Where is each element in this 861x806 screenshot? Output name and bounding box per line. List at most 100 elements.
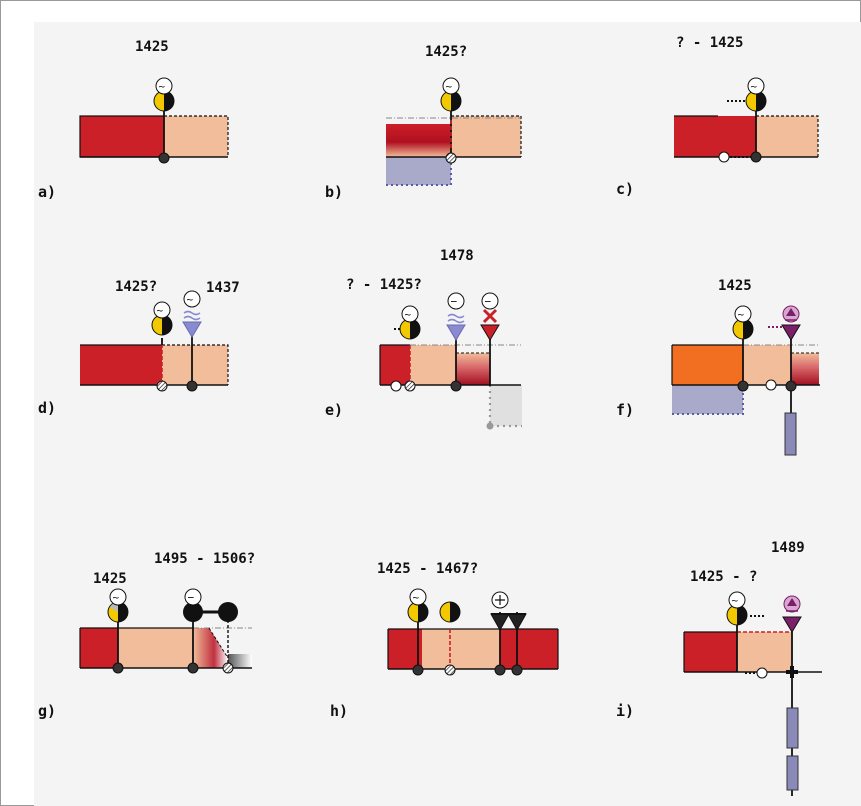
moon-symbol-icon [107, 601, 129, 623]
moon-symbol-icon [399, 318, 421, 340]
svg-text:~: ~ [157, 304, 164, 317]
panel-c: ? - 1425 ~ c) [616, 35, 819, 198]
peach-block [118, 628, 193, 668]
tilde-symbol-icon: ~ [155, 77, 173, 95]
panel-b-label: b) [325, 183, 343, 201]
moon-symbol-icon [440, 90, 462, 112]
moon-symbol-icon [745, 90, 767, 112]
lavender-block [672, 385, 743, 414]
panel-i-date-1: 1489 [771, 540, 805, 556]
panel-e: 1478 ? - 1425? ~ − [325, 248, 522, 430]
panel-c-label: c) [616, 180, 634, 198]
peach-block [756, 116, 818, 157]
orange-block [672, 345, 743, 385]
peach-block [743, 345, 791, 385]
panel-f: 1425 ~ f) [616, 278, 820, 456]
black-disc-icon [183, 602, 203, 622]
peach-block [162, 345, 228, 385]
tower-block-red [80, 345, 162, 385]
node-dot [158, 152, 170, 164]
tower-block-red [684, 632, 737, 672]
moon-symbol-icon [407, 601, 429, 623]
svg-text:~: ~ [187, 293, 194, 306]
panel-b: 1425? ~ b) [325, 44, 522, 201]
gradient-red-block [386, 124, 451, 157]
tilde-symbol-icon: ~ [728, 591, 746, 609]
panel-h-label: h) [330, 702, 348, 720]
tilde-symbol-icon: ~ [153, 301, 171, 319]
tower-block-red [388, 629, 422, 669]
hatched-node [222, 662, 234, 674]
svg-text:~: ~ [732, 594, 739, 607]
svg-text:~: ~ [405, 308, 412, 321]
grey-fade-block [228, 654, 252, 668]
tilde-symbol-icon: ~ [109, 588, 127, 606]
gradient-red-block [791, 353, 819, 385]
tilde-symbol-icon: ~ [734, 305, 752, 323]
panel-f-date: 1425 [718, 278, 752, 294]
tower-block-red [79, 115, 165, 158]
tilde-symbol-icon: − [184, 588, 202, 606]
panel-i-date-2: 1425 - ? [690, 569, 757, 585]
panel-c-date: ? - 1425 [676, 35, 743, 51]
tower-block-red [80, 628, 118, 668]
tilde-symbol-icon: ~ [747, 77, 765, 95]
panel-d: 1425? 1437 ~ ~ d) [38, 279, 240, 417]
lavender-block [386, 157, 451, 185]
svg-text:~: ~ [738, 308, 745, 321]
gradient-red-block [456, 353, 490, 385]
cross-node-icon [786, 666, 798, 678]
grey-block [490, 385, 522, 426]
panel-b-date: 1425? [425, 44, 467, 60]
svg-text:~: ~ [113, 591, 120, 604]
destroyed-marker-icon: − [480, 292, 500, 341]
panel-a: 1425 ~ a) [38, 39, 229, 201]
svg-text:−: − [451, 295, 458, 308]
hatched-node [404, 380, 416, 392]
black-triangle-icon [490, 613, 527, 632]
svg-text:~: ~ [446, 80, 453, 93]
panel-h-date: 1425 - 1467? [377, 561, 478, 577]
moon-symbol-icon [439, 601, 461, 623]
purple-triangle-icon [781, 305, 801, 341]
tilde-symbol-icon: ~ [409, 588, 427, 606]
svg-text:~: ~ [159, 80, 166, 93]
moon-symbol-icon [726, 604, 748, 626]
plus-symbol-icon [491, 591, 509, 609]
wave-triangle-icon: ~ [182, 290, 202, 338]
panel-i: 1489 1425 - ? ~ i) [616, 540, 822, 796]
panel-a-date: 1425 [135, 39, 169, 55]
node-dot [785, 380, 797, 392]
peach-block [737, 632, 792, 672]
moon-symbol-icon [732, 318, 754, 340]
panel-g-date-1: 1425 [93, 571, 127, 587]
hatched-node [156, 380, 168, 392]
tower-block-red [380, 345, 410, 385]
open-node [756, 667, 768, 679]
peach-block [164, 116, 228, 157]
svg-text:−: − [188, 591, 195, 604]
peach-block [410, 345, 456, 385]
panel-h: 1425 - 1467? ~ [330, 561, 559, 720]
node-dot [511, 664, 523, 676]
black-disc-icon [218, 602, 238, 622]
wave-triangle-icon: − [446, 292, 466, 341]
tilde-symbol-icon: ~ [401, 305, 419, 323]
pole-block [786, 707, 799, 749]
purple-triangle-icon [782, 595, 802, 633]
open-node [718, 151, 730, 163]
node-dot [412, 664, 424, 676]
node-dot [187, 662, 199, 674]
node-dot [112, 662, 124, 674]
open-node [765, 379, 777, 391]
panel-d-date-2: 1437 [206, 280, 240, 296]
panel-d-date-1: 1425? [115, 279, 157, 295]
svg-text:~: ~ [751, 80, 758, 93]
peach-block [422, 629, 500, 669]
panel-e-date-2: ? - 1425? [346, 277, 422, 293]
panel-f-label: f) [616, 401, 634, 419]
svg-text:~: ~ [413, 591, 420, 604]
panel-i-label: i) [616, 702, 634, 720]
node-dot [186, 380, 198, 392]
